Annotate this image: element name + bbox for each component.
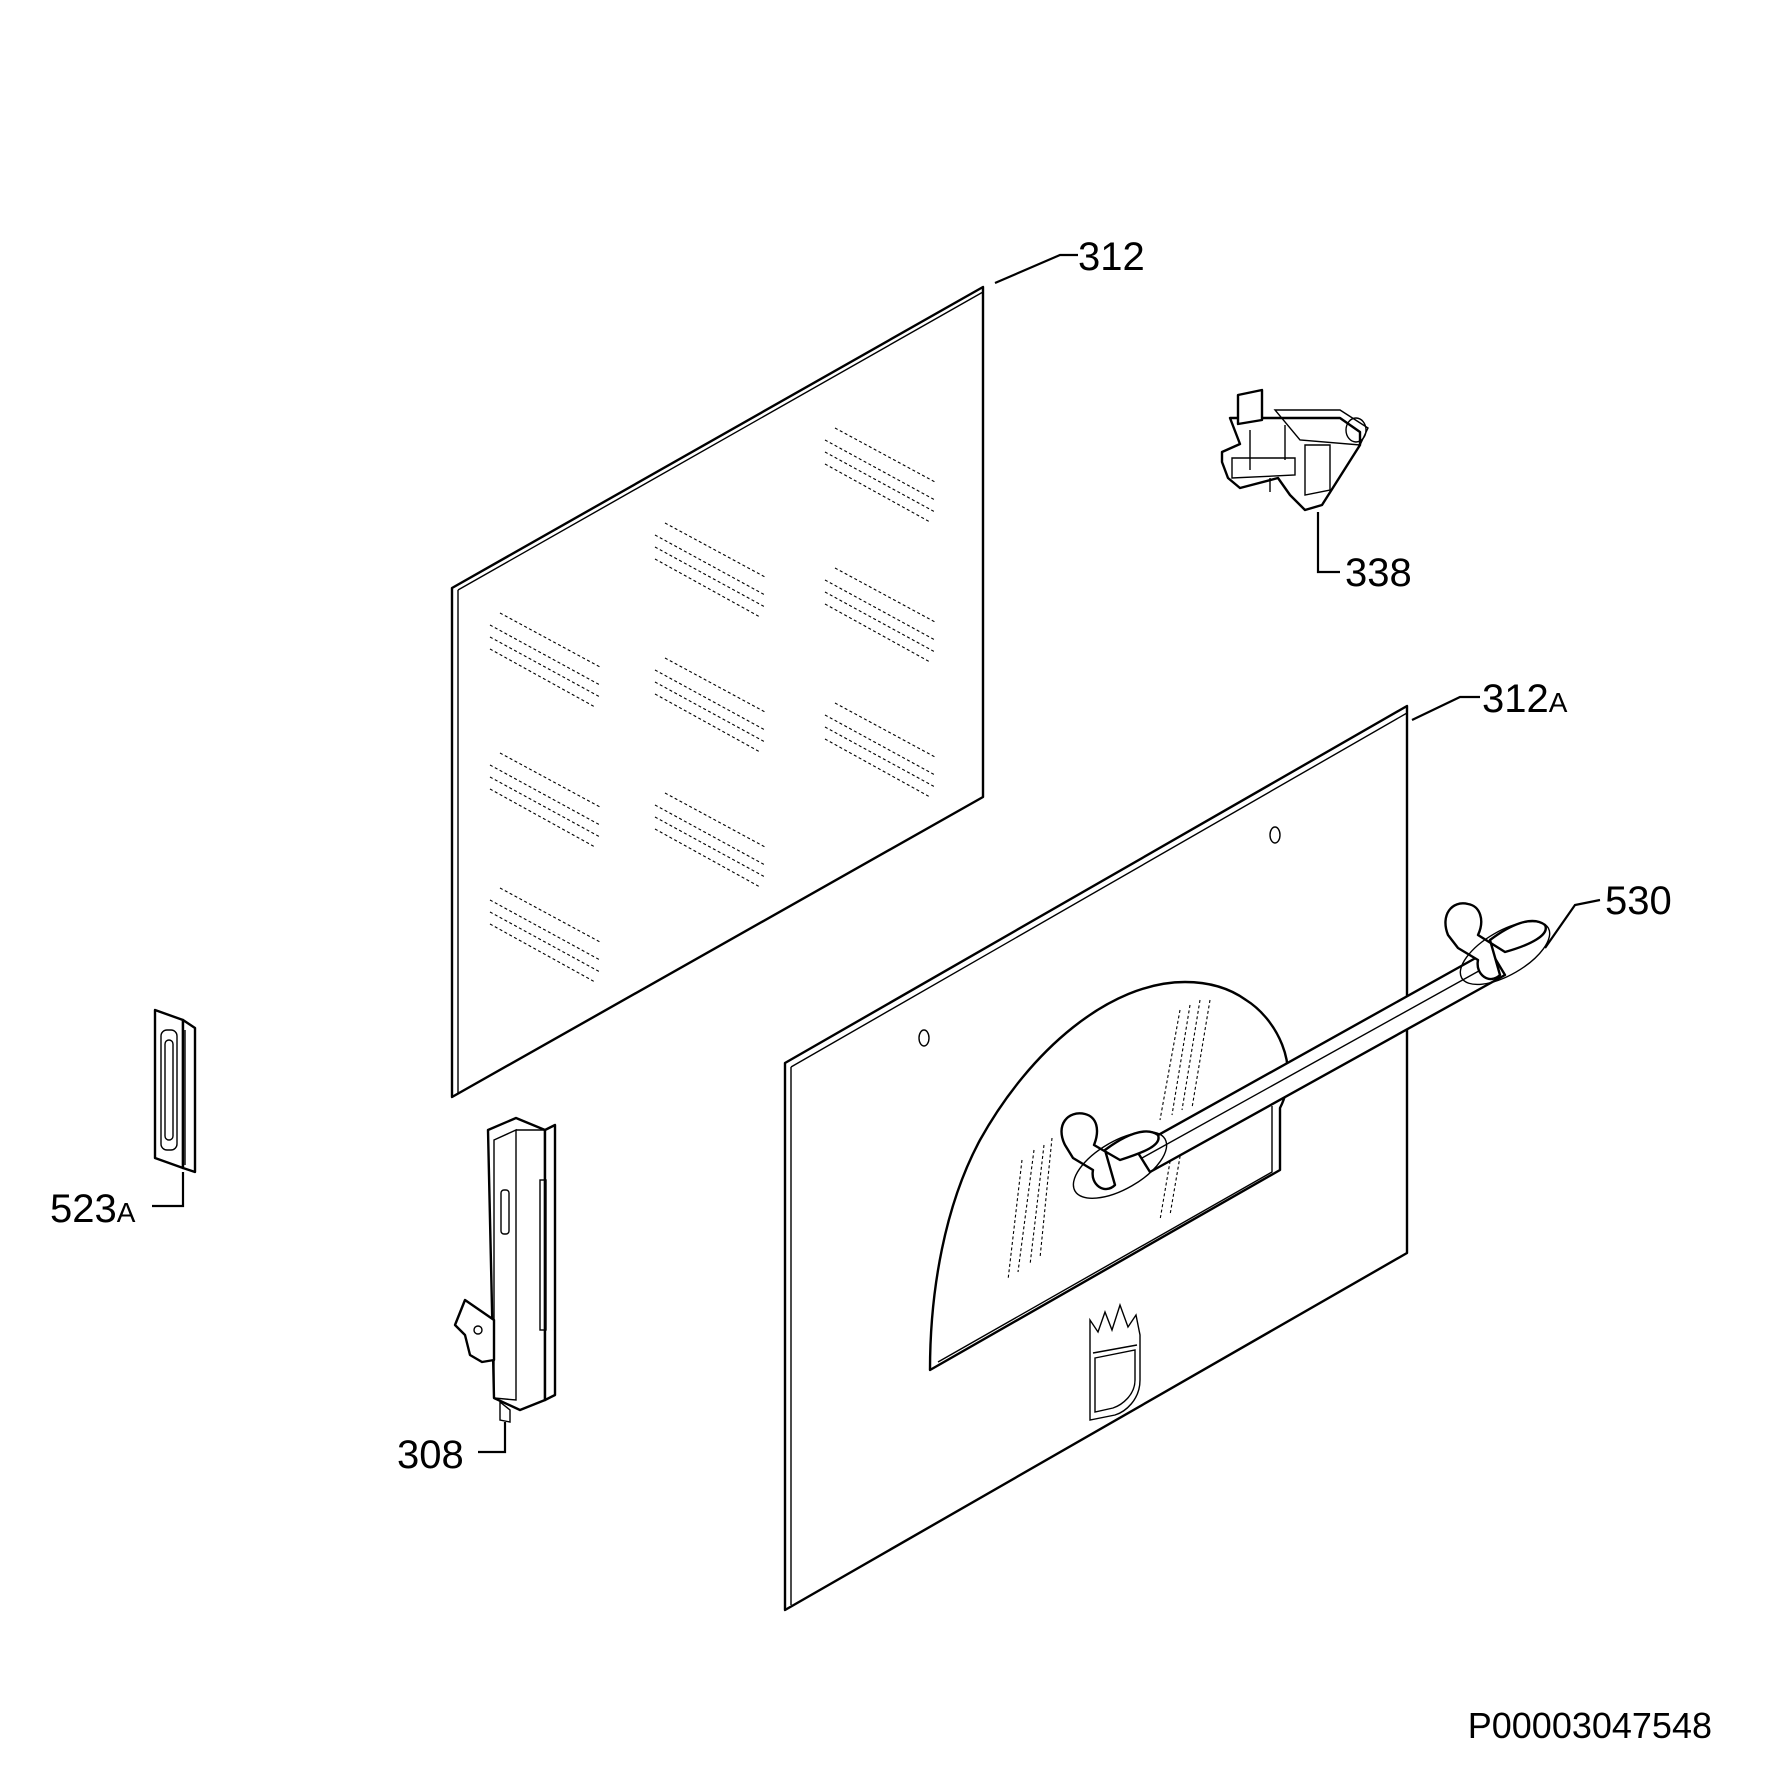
leader-308	[478, 1422, 507, 1454]
leader-523A	[152, 1172, 185, 1208]
callout-312A-suffix: A	[1549, 687, 1568, 718]
door-clip	[1220, 388, 1369, 512]
callout-338: 338	[1345, 551, 1412, 595]
callout-312: 312	[1078, 235, 1145, 279]
door-handle	[1060, 902, 1551, 1199]
document-id: P00003047548	[1468, 1705, 1712, 1746]
mounting-hole-left	[918, 1029, 930, 1047]
leader-312A	[1411, 695, 1480, 721]
leader-338	[1316, 512, 1340, 574]
leader-312	[994, 253, 1078, 285]
leader-530	[1544, 898, 1601, 949]
handle-end-cap-left	[1060, 1112, 1160, 1191]
glass-print-pattern	[489, 427, 936, 983]
leader-lines	[152, 253, 1601, 1454]
callout-308: 308	[397, 1433, 464, 1477]
handle-end-cap-right	[1444, 902, 1547, 981]
callout-523A-number: 523	[50, 1187, 117, 1231]
callout-530: 530	[1605, 879, 1672, 923]
door-hinge	[453, 1116, 557, 1423]
mounting-hole-right	[1269, 826, 1281, 844]
callout-312A: 312A	[1482, 677, 1568, 721]
callout-523A: 523A	[50, 1187, 136, 1231]
crown-logo-icon	[1089, 1302, 1141, 1421]
inner-glass-panel	[450, 285, 985, 1099]
small-part	[153, 1008, 197, 1174]
callout-312A-number: 312	[1482, 677, 1549, 721]
callout-523A-suffix: A	[117, 1197, 136, 1228]
